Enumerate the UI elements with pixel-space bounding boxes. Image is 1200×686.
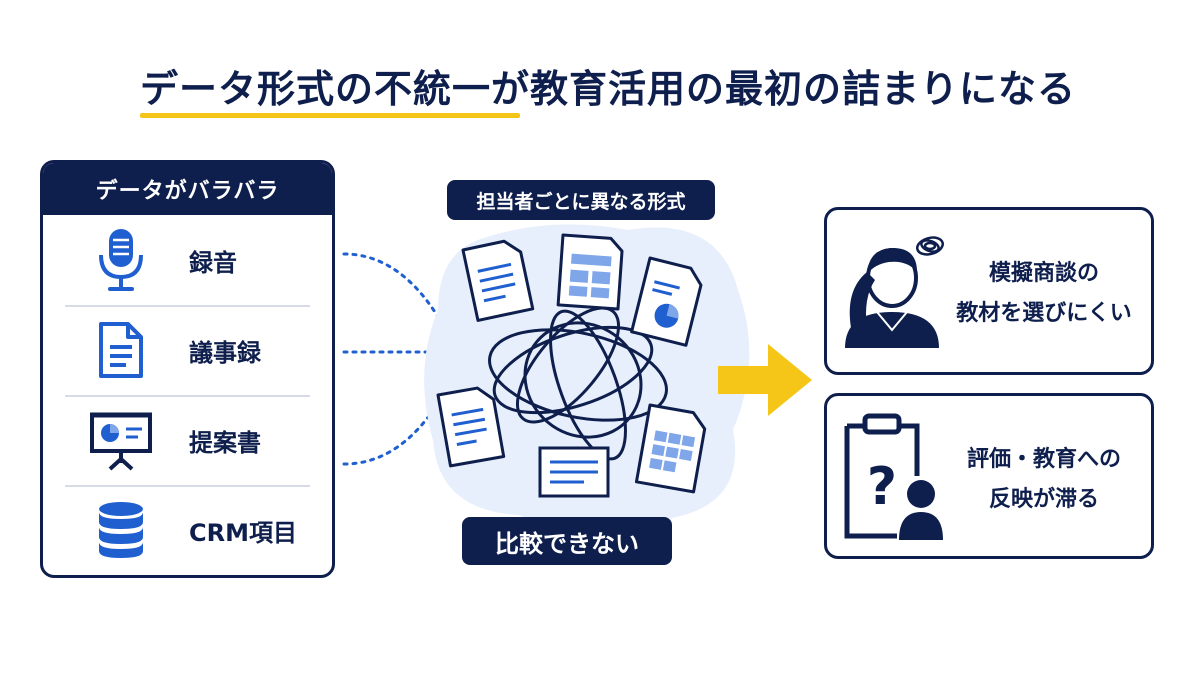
outcome-line: 模擬商談の bbox=[988, 261, 1099, 286]
database-icon bbox=[81, 495, 161, 565]
clipboard-question-icon: ? bbox=[837, 406, 947, 550]
scattered-formats-cloud bbox=[424, 224, 750, 529]
cannot-compare-label: 比較できない bbox=[462, 517, 672, 565]
outcome-card-evaluation: ? 評価・教育への 反映が滞る bbox=[824, 393, 1154, 559]
outcome-line: 評価・教育への bbox=[966, 447, 1121, 472]
doc-table bbox=[634, 403, 707, 494]
doc-text-2 bbox=[436, 386, 506, 468]
arrow-right-icon bbox=[718, 344, 812, 416]
confused-person-icon bbox=[837, 220, 947, 364]
dotted-connectors bbox=[342, 252, 442, 466]
outcome-card-materials: 模擬商談の 教材を選びにくい bbox=[824, 207, 1154, 375]
source-item-recording: 録音 bbox=[43, 215, 332, 305]
source-label: 録音 bbox=[189, 248, 237, 277]
formats-differ-label: 担当者ごとに異なる形式 bbox=[447, 180, 715, 220]
source-item-proposal: 提案書 bbox=[43, 395, 332, 485]
doc-landscape bbox=[538, 446, 610, 498]
outcome-line: 反映が滞る bbox=[988, 487, 1099, 512]
data-sources-header: データがバラバラ bbox=[43, 163, 332, 215]
title-underline bbox=[140, 113, 520, 118]
outcome-line: 教材を選びにくい bbox=[956, 301, 1132, 326]
doc-text-1 bbox=[461, 239, 535, 322]
source-label: CRM項目 bbox=[189, 518, 297, 547]
svg-text:?: ? bbox=[867, 457, 897, 517]
source-item-crm: CRM項目 bbox=[43, 485, 332, 575]
presentation-icon bbox=[81, 405, 161, 475]
outcome-text: 模擬商談の 教材を選びにくい bbox=[945, 254, 1143, 334]
source-item-minutes: 議事録 bbox=[43, 305, 332, 395]
data-sources-panel: データがバラバラ 録音 議事録 bbox=[40, 160, 335, 578]
microphone-icon bbox=[81, 225, 161, 295]
doc-chart bbox=[630, 256, 703, 347]
source-label: 議事録 bbox=[189, 338, 261, 367]
outcome-text: 評価・教育への 反映が滞る bbox=[945, 440, 1143, 520]
document-icon bbox=[81, 315, 161, 385]
page-title: データ形式の不統一が教育活用の最初の詰まりになる bbox=[140, 67, 1077, 111]
source-label: 提案書 bbox=[189, 428, 261, 457]
doc-form bbox=[556, 233, 624, 311]
